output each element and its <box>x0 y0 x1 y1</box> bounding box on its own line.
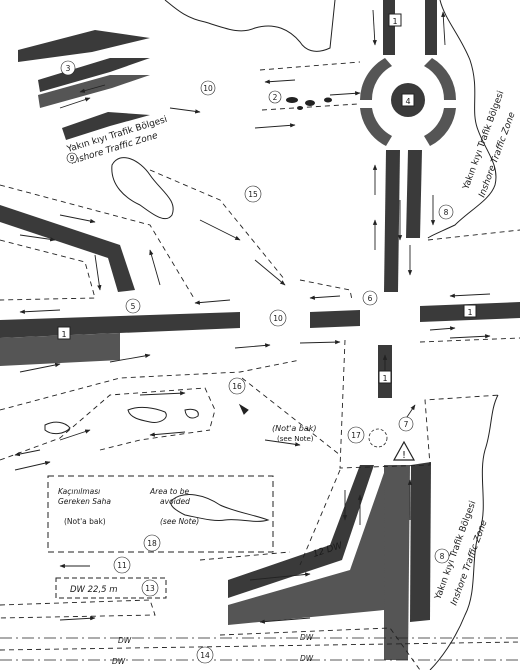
marker-3: 3 <box>66 64 71 73</box>
marker-8b: 8 <box>440 552 445 561</box>
marker-5: 5 <box>131 302 136 311</box>
square-markers: 1 1 1 1 4 <box>57 13 477 384</box>
zone-band-center <box>310 310 360 328</box>
marker-10b: 10 <box>273 314 283 323</box>
marker-1c: 1 <box>467 308 472 317</box>
zone-diagonal-left <box>0 205 135 292</box>
marker-13: 13 <box>145 584 155 593</box>
avoid-tr-1: Kaçınılması <box>58 487 100 496</box>
avoid-note-tr: (Not'a bak) <box>64 517 106 526</box>
avoid-note-en: (see Note) <box>160 517 199 526</box>
marker-14: 14 <box>200 651 210 660</box>
warning-icon <box>392 440 416 461</box>
zone-band-west-lower <box>0 333 120 366</box>
dw-label-b: DW <box>112 657 126 666</box>
marker-1a: 1 <box>392 17 397 26</box>
marker-10a: 10 <box>203 84 213 93</box>
dw-225-box <box>55 577 167 599</box>
marker-1d: 1 <box>382 374 387 383</box>
marker-17: 17 <box>351 431 361 440</box>
zone-12dw-upper <box>228 465 374 598</box>
boundaries <box>0 61 520 670</box>
area-avoided-box <box>47 475 274 553</box>
zone-band-north-west <box>384 150 400 292</box>
marker-4: 4 <box>405 97 410 106</box>
traffic-arrows <box>14 9 491 624</box>
zone-band-north-east <box>406 150 422 238</box>
marker-7: 7 <box>404 420 409 429</box>
buoy-icon <box>368 428 388 448</box>
note-en: (see Note) <box>277 435 314 443</box>
dw-225-label: DW 22,5 m <box>70 585 118 595</box>
avoid-tr-2: Gereken Saha <box>58 497 111 506</box>
circle-markers <box>60 60 454 664</box>
marker-16: 16 <box>232 382 242 391</box>
warning-icon-mark: ! <box>402 450 406 461</box>
marker-15: 15 <box>248 190 258 199</box>
coastlines <box>44 0 499 670</box>
circle-marker-labels: 3 2 10 5 6 7 8 8 9 10 11 13 14 15 16 17 … <box>66 64 449 660</box>
marker-2: 2 <box>273 93 278 102</box>
marker-8a: 8 <box>444 208 449 217</box>
avoid-en-2: avoided <box>160 497 190 506</box>
rocks <box>286 97 332 110</box>
marker-9: 9 <box>70 154 75 163</box>
dw-label-c: DW <box>300 633 314 642</box>
marker-1b: 1 <box>61 330 66 339</box>
marker-6: 6 <box>368 294 373 303</box>
dw-label-d: DW <box>300 654 314 663</box>
marker-11: 11 <box>117 561 127 570</box>
chevron-3a <box>18 30 150 62</box>
note-tr: (Not'a bak) <box>272 424 317 433</box>
marker-18: 18 <box>147 539 157 548</box>
dw-label-a: DW <box>118 636 132 645</box>
avoid-en-1: Area to be <box>149 487 189 496</box>
